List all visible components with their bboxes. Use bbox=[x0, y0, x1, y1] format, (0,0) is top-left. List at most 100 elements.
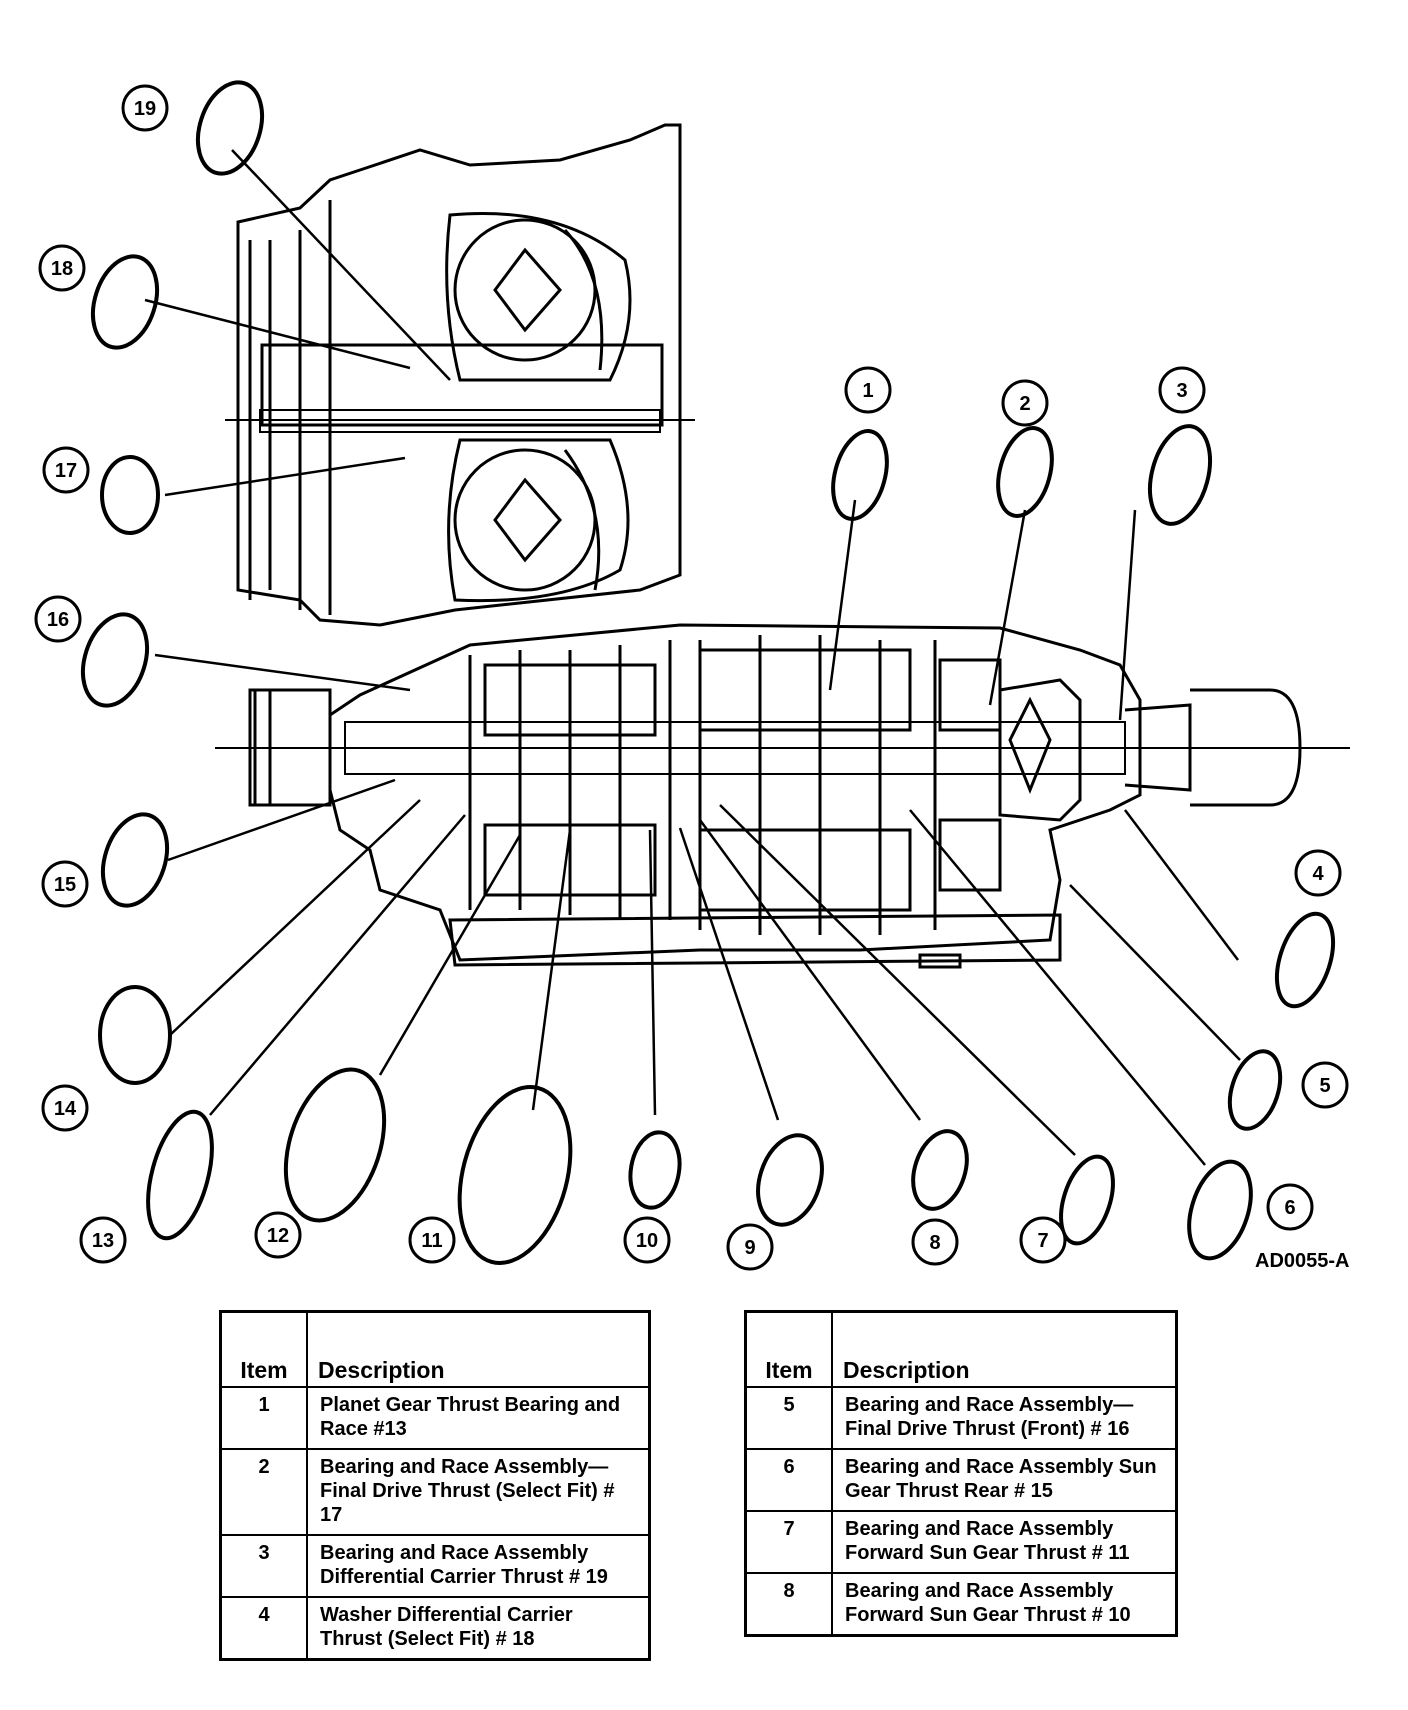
callout-circle bbox=[79, 1216, 127, 1264]
part-19-thrust-washer bbox=[195, 80, 265, 176]
callout-number: 10 bbox=[636, 1230, 658, 1252]
callout-5: 5 bbox=[1301, 1061, 1349, 1109]
callout-circle bbox=[41, 1084, 89, 1132]
part-15-thrust-washer bbox=[100, 812, 170, 908]
part-3-thrust-bearing bbox=[1148, 424, 1212, 526]
callout-circle bbox=[41, 860, 89, 908]
item-number: 1 bbox=[219, 1386, 308, 1450]
callout-number: 15 bbox=[54, 874, 76, 896]
callout-circle bbox=[1301, 1061, 1349, 1109]
table-row: 6 Bearing and Race Assembly Sun Gear Thr… bbox=[744, 1448, 1178, 1512]
part-6-thrust-bearing bbox=[1187, 1159, 1253, 1261]
callout-number: 8 bbox=[929, 1232, 940, 1254]
callout-number: 1 bbox=[862, 380, 873, 402]
part-16-thrust-washer bbox=[80, 612, 150, 708]
callout-circle bbox=[1158, 366, 1206, 414]
callout-number: 7 bbox=[1037, 1230, 1048, 1252]
item-description: Bearing and Race Assembly—Final Drive Th… bbox=[831, 1386, 1178, 1450]
callout-circle bbox=[726, 1223, 774, 1271]
callout-4: 4 bbox=[1294, 849, 1342, 897]
part-10-thrust-washer bbox=[628, 1130, 682, 1210]
callout-circle bbox=[623, 1216, 671, 1264]
part-7-thrust-washer bbox=[1059, 1154, 1115, 1246]
part-12-thrust-bearing bbox=[283, 1067, 387, 1223]
table-row: 5 Bearing and Race Assembly—Final Drive … bbox=[744, 1386, 1178, 1450]
callout-circle bbox=[1019, 1216, 1067, 1264]
callout-number: 19 bbox=[134, 98, 156, 120]
callout-circle bbox=[121, 84, 169, 132]
item-description: Bearing and Race Assembly Forward Sun Ge… bbox=[831, 1510, 1178, 1574]
callout-number: 11 bbox=[421, 1230, 442, 1252]
item-number: 7 bbox=[744, 1510, 833, 1574]
callout-number: 12 bbox=[267, 1225, 289, 1247]
part-8-thrust-bearing bbox=[911, 1129, 969, 1211]
callout-number: 17 bbox=[55, 460, 77, 482]
callout-16: 16 bbox=[34, 595, 82, 643]
item-column-header: Item bbox=[219, 1310, 308, 1388]
callout-number: 13 bbox=[92, 1230, 114, 1252]
callout-circle bbox=[911, 1218, 959, 1266]
item-number: 8 bbox=[744, 1572, 833, 1637]
callout-number: 2 bbox=[1019, 393, 1030, 415]
table-row: 8 Bearing and Race Assembly Forward Sun … bbox=[744, 1572, 1178, 1637]
table-header-row: Item Description bbox=[219, 1310, 651, 1388]
callout-circle bbox=[1266, 1183, 1314, 1231]
callout-number: 6 bbox=[1284, 1197, 1295, 1219]
callout-12: 12 bbox=[254, 1211, 302, 1259]
callout-9: 9 bbox=[726, 1223, 774, 1271]
callout-6: 6 bbox=[1266, 1183, 1314, 1231]
item-description: Bearing and Race Assembly Sun Gear Thrus… bbox=[831, 1448, 1178, 1512]
part-14-needle-bearing bbox=[98, 985, 172, 1085]
table-row: 3 Bearing and Race Assembly Differential… bbox=[219, 1534, 651, 1598]
item-column-header: Item bbox=[744, 1310, 833, 1388]
thrust-parts bbox=[80, 80, 1336, 1265]
item-number: 5 bbox=[744, 1386, 833, 1450]
item-number: 6 bbox=[744, 1448, 833, 1512]
part-9-thrust-bearing bbox=[756, 1133, 824, 1227]
callout-7: 7 bbox=[1019, 1216, 1067, 1264]
table-row: 2 Bearing and Race Assembly—Final Drive … bbox=[219, 1448, 651, 1536]
part-13-thrust-bearing bbox=[146, 1109, 214, 1241]
item-number: 3 bbox=[219, 1534, 308, 1598]
callout-8: 8 bbox=[911, 1218, 959, 1266]
item-description: Planet Gear Thrust Bearing and Race #13 bbox=[306, 1386, 651, 1450]
description-column-header: Description bbox=[306, 1310, 651, 1388]
item-description: Bearing and Race Assembly Differential C… bbox=[306, 1534, 651, 1598]
callout-circle bbox=[1001, 379, 1049, 427]
table-row: 4 Washer Differential Carrier Thrust (Se… bbox=[219, 1596, 651, 1661]
callout-circle bbox=[38, 244, 86, 292]
callout-13: 13 bbox=[79, 1216, 127, 1264]
callout-number: 3 bbox=[1176, 380, 1187, 402]
item-description: Bearing and Race Assembly—Final Drive Th… bbox=[306, 1448, 651, 1536]
callout-number: 16 bbox=[47, 609, 69, 631]
item-description: Washer Differential Carrier Thrust (Sele… bbox=[306, 1596, 651, 1661]
item-number: 4 bbox=[219, 1596, 308, 1661]
part-11-thrust-bearing bbox=[457, 1085, 573, 1265]
table-row: 1 Planet Gear Thrust Bearing and Race #1… bbox=[219, 1386, 651, 1450]
callout-15: 15 bbox=[41, 860, 89, 908]
callout-circle bbox=[844, 366, 892, 414]
part-17-needle-bearing bbox=[100, 455, 160, 535]
callout-18: 18 bbox=[38, 244, 86, 292]
figure-code: AD0055-A bbox=[1255, 1250, 1350, 1272]
callout-number: 18 bbox=[51, 258, 73, 280]
callout-3: 3 bbox=[1158, 366, 1206, 414]
callout-1: 1 bbox=[844, 366, 892, 414]
callout-number: 4 bbox=[1312, 863, 1324, 885]
callout-circle bbox=[408, 1216, 456, 1264]
items-table-right: Item Description 5 Bearing and Race Asse… bbox=[744, 1310, 1178, 1637]
callout-19: 19 bbox=[121, 84, 169, 132]
callout-number: 14 bbox=[54, 1098, 77, 1120]
item-number: 2 bbox=[219, 1448, 308, 1536]
leader-lines bbox=[144, 149, 1241, 1166]
callout-circle bbox=[254, 1211, 302, 1259]
callout-circle bbox=[42, 446, 90, 494]
item-description: Bearing and Race Assembly Forward Sun Ge… bbox=[831, 1572, 1178, 1637]
callout-circle bbox=[1294, 849, 1342, 897]
part-1-thrust-bearing bbox=[831, 429, 889, 521]
table-row: 7 Bearing and Race Assembly Forward Sun … bbox=[744, 1510, 1178, 1574]
part-18-thrust-washer bbox=[90, 254, 160, 350]
transaxle-case-drawing bbox=[215, 123, 1350, 969]
